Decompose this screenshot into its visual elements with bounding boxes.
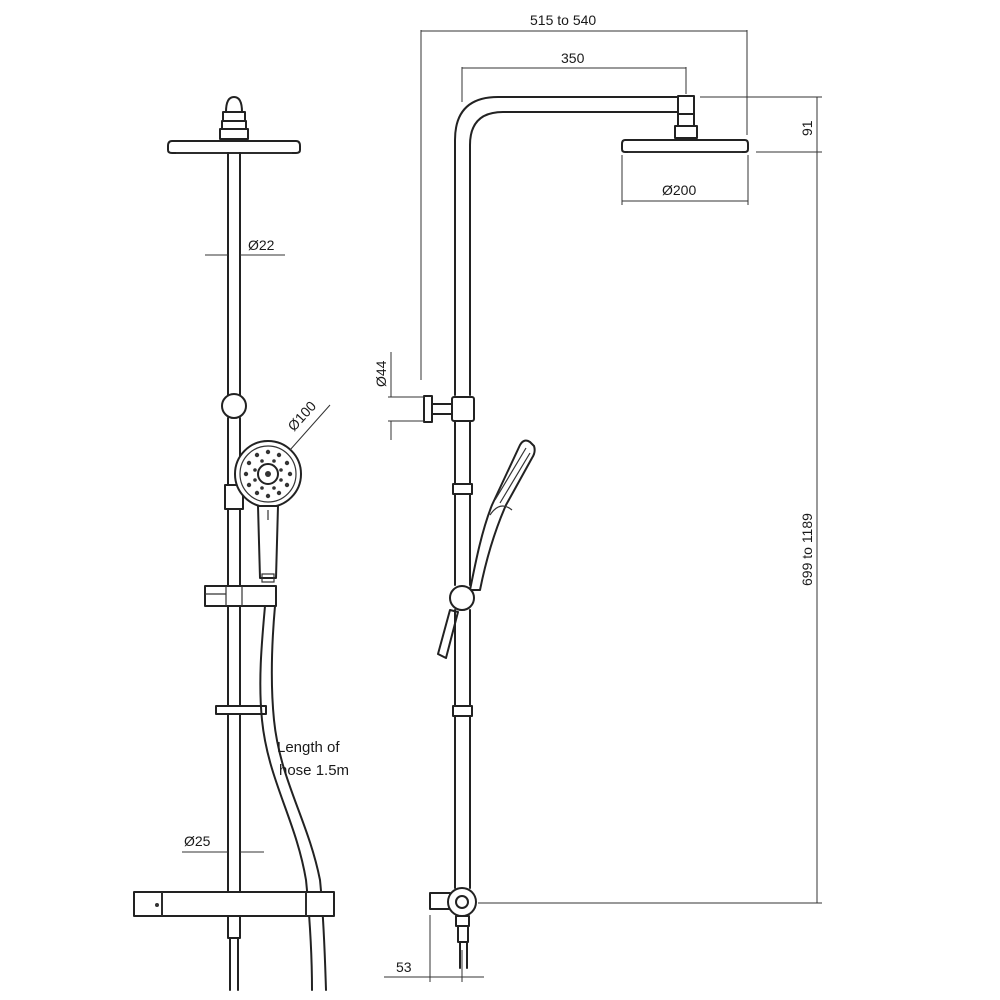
dim-rail-diameter: Ø22 <box>205 237 285 256</box>
wall-bracket-side <box>423 395 475 423</box>
label-head-height: 91 <box>799 120 815 136</box>
hand-shower-side <box>469 439 536 591</box>
label-outlet-offset: 53 <box>396 959 412 975</box>
overhead-showerhead-side <box>621 139 749 153</box>
dim-outlet-offset: 53 <box>384 915 484 982</box>
side-rail <box>452 420 473 586</box>
hose-length-note: Length of hose 1.5m <box>277 739 349 779</box>
dim-head-diameter: Ø200 <box>621 155 749 205</box>
label-arm-projection: 350 <box>561 50 585 66</box>
dim-arm-projection: 350 <box>461 50 687 102</box>
label-height-range: 699 to 1189 <box>799 513 815 586</box>
rail-diverter-knob <box>221 393 247 419</box>
upper-rail <box>227 152 241 396</box>
side-lower-rail <box>452 609 473 889</box>
overhead-connector <box>219 96 249 140</box>
mid-rail <box>224 417 244 586</box>
dim-height-range: 699 to 1189 <box>478 152 822 904</box>
label-lower-diameter: Ø25 <box>184 833 211 849</box>
slider-holder <box>204 585 277 607</box>
label-rail-diameter: Ø22 <box>248 237 275 253</box>
dim-lower-diameter: Ø25 <box>182 833 264 853</box>
label-hose-line1: Length of <box>277 739 340 756</box>
slider-knob-side <box>449 585 475 611</box>
hand-shower-handle <box>257 505 279 583</box>
riser-pipe-side <box>454 96 681 396</box>
dim-overall-reach: 515 to 540 <box>420 12 748 380</box>
hose <box>259 605 327 991</box>
overhead-showerhead-front <box>167 140 301 154</box>
label-hose-line2: hose 1.5m <box>279 762 349 779</box>
hand-shower-front <box>234 440 302 508</box>
dim-head-height: 91 <box>700 96 822 153</box>
dim-handshower-diameter: Ø100 <box>284 398 331 451</box>
label-overall-reach: 515 to 540 <box>530 12 596 28</box>
spray-nozzles <box>243 449 293 499</box>
label-head-diameter: Ø200 <box>662 182 696 198</box>
front-view: Ø22 Ø100 Length of hose 1.5m Ø25 <box>133 96 349 991</box>
thermostatic-valve-front <box>133 891 335 991</box>
dim-wall-bracket: Ø44 <box>373 352 424 440</box>
side-view: 515 to 540 350 91 Ø200 <box>373 12 822 982</box>
label-handshower-diameter: Ø100 <box>284 398 319 434</box>
arm-connector <box>674 95 698 139</box>
label-wall-bracket: Ø44 <box>373 360 389 387</box>
thermostatic-valve-side <box>429 887 477 969</box>
lower-rail <box>215 605 267 893</box>
